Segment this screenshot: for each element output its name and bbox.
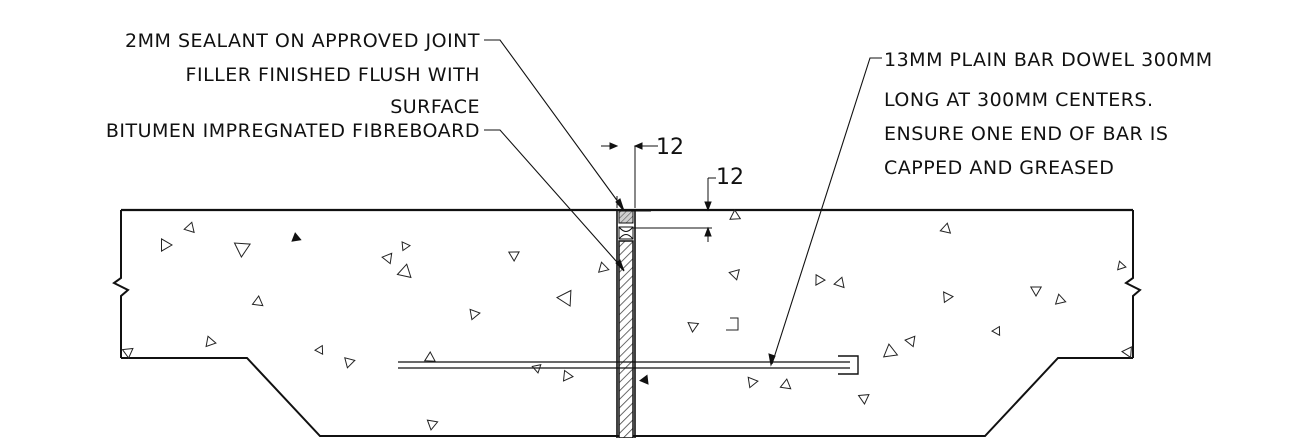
sealant-note-line-1: 2MM SEALANT ON APPROVED JOINT [125,30,480,52]
dowel-bar [398,355,859,375]
aggregate-symbol [507,251,520,263]
aggregate-symbol [639,374,649,385]
aggregate-symbol [726,317,739,331]
aggregate-symbol [779,378,792,390]
aggregate-symbol [1121,346,1132,359]
dowel-note-line-4: CAPPED AND GREASED [884,157,1114,179]
sealant-leader [484,39,625,212]
fibreboard-note: BITUMEN IMPREGNATED FIBREBOARD [106,120,480,142]
dowel-note-line-3: ENSURE ONE END OF BAR IS [884,123,1168,145]
aggregate-symbol [943,291,954,304]
aggregate-symbol [857,394,870,405]
aggregate-symbol [904,335,916,348]
aggregate-symbol [562,369,574,382]
aggregate-symbol [1029,286,1043,297]
sealant-note-line-3: SURFACE [390,96,480,118]
aggregate-symbol [939,222,952,234]
aggregate-symbol [161,238,173,252]
aggregate-symbol [121,347,134,359]
sealant-depth-dimension: 12 [704,165,744,242]
aggregate-symbol [882,343,899,358]
aggregate-symbol [687,322,700,333]
aggregate-symbol [396,263,412,279]
aggregate-symbol [183,221,195,234]
joint-width-dimension: 12 [601,135,684,208]
aggregate-symbol [747,376,759,389]
fibreboard-filler [616,210,636,438]
sealant-depth-label: 12 [716,165,744,190]
aggregate-symbol [991,325,1001,337]
joint-width-label: 12 [656,135,684,160]
aggregate-symbol [251,295,264,307]
aggregate-symbol [314,344,324,356]
aggregate-symbol [597,261,610,273]
aggregate-symbol [555,289,572,307]
fibreboard-leader [484,129,625,272]
aggregate-symbol [233,242,251,258]
dowel-leader [768,57,882,367]
aggregate-symbol [833,276,845,289]
aggregate-symbol [728,268,740,281]
aggregate-symbol [1117,260,1127,271]
aggregate-symbol [815,273,827,286]
concrete-aggregate-hatch [121,208,1132,431]
dowel-note-line-2: LONG AT 300MM CENTERS. [884,89,1154,111]
aggregate-symbol [531,364,542,374]
aggregate-symbol [1054,293,1067,305]
aggregate-symbol [401,241,412,252]
aggregate-symbol [291,232,302,242]
aggregate-symbol [423,351,436,362]
slab-outline [112,208,1142,437]
aggregate-symbol [469,308,481,321]
annotation-notes: 2MM SEALANT ON APPROVED JOINT FILLER FIN… [106,30,1213,179]
aggregate-symbol [344,357,356,369]
aggregate-symbol [729,208,742,220]
dowel-note-line-1: 13MM PLAIN BAR DOWEL 300MM [884,49,1213,71]
aggregate-symbol [426,419,439,431]
aggregate-symbol [381,252,393,265]
aggregate-symbol [205,335,217,348]
sealant-note-line-2: FILLER FINISHED FLUSH WITH [186,64,480,86]
joint-sealant [618,210,712,240]
